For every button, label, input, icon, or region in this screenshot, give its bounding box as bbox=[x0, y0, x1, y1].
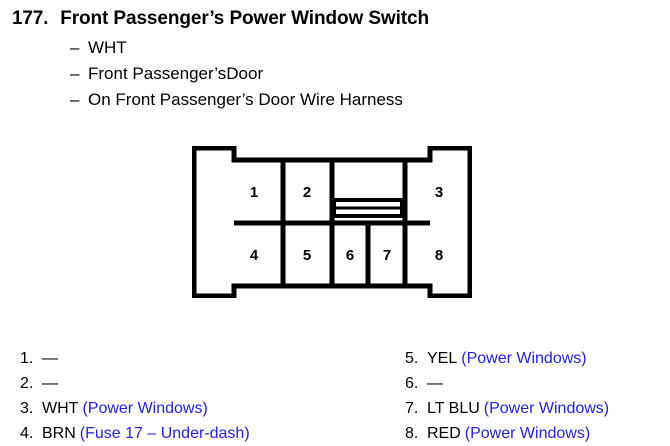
pin-label-7: 7 bbox=[383, 247, 391, 264]
legend-value: — bbox=[42, 375, 58, 392]
bullet-dash-icon: – bbox=[70, 64, 80, 83]
legend-column-left: 1. — 2. — 3. WHT(Power Windows) 4. BRN(Fuse … bbox=[20, 346, 340, 446]
legend-item: 7. LT BLU(Power Windows) bbox=[405, 396, 660, 421]
legend-note: (Power Windows) bbox=[483, 400, 610, 417]
legend-value: — bbox=[42, 350, 58, 367]
legend-note: (Fuse 17 – Under-dash) bbox=[79, 425, 250, 442]
pin-legend: 1.— 2.— 3.WHT(Power Windows) 4.BRN(Fuse … bbox=[20, 346, 660, 446]
pin-label-3: 3 bbox=[435, 184, 443, 201]
pin-label-1: 1 bbox=[250, 184, 258, 201]
pin-label-4: 4 bbox=[250, 247, 259, 264]
legend-item: 5. YEL(Power Windows) bbox=[405, 346, 660, 371]
connector-diagram: 1 2 3 4 5 6 7 8 bbox=[192, 146, 472, 298]
list-item-label: On Front Passenger’s Door Wire Harness bbox=[88, 90, 403, 109]
legend-value: WHT bbox=[42, 400, 79, 417]
pin-label-8: 8 bbox=[435, 247, 443, 264]
legend-index: 7. bbox=[405, 400, 419, 417]
legend-value: LT BLU bbox=[427, 400, 480, 417]
legend-item: 1. — bbox=[20, 346, 340, 371]
list-item: – Front Passenger’sDoor bbox=[70, 64, 403, 90]
legend-value: — bbox=[427, 375, 443, 392]
legend-index: 3. bbox=[20, 400, 34, 417]
legend-index: 1. bbox=[20, 350, 34, 367]
legend-index: 2. bbox=[20, 375, 34, 392]
pin-label-6: 6 bbox=[346, 247, 354, 264]
legend-note: (Power Windows) bbox=[464, 425, 591, 442]
legend-note: (Power Windows) bbox=[461, 350, 587, 367]
legend-column-right: 5.YEL(Power Windows) 6.— 7.LT BLU(Power … bbox=[340, 346, 660, 446]
pin-label-5: 5 bbox=[303, 247, 311, 264]
legend-index: 8. bbox=[405, 425, 419, 442]
legend-index: 6. bbox=[405, 375, 419, 392]
legend-value: RED bbox=[427, 425, 461, 442]
legend-item: 6. — bbox=[405, 371, 660, 396]
legend-value: YEL bbox=[427, 350, 458, 367]
legend-index: 5. bbox=[405, 350, 419, 367]
legend-note: (Power Windows) bbox=[82, 400, 208, 417]
bullet-dash-icon: – bbox=[70, 90, 80, 109]
item-number: 177. bbox=[12, 8, 49, 29]
legend-item: 4. BRN(Fuse 17 – Under-dash) bbox=[20, 421, 340, 446]
connector-svg: 1 2 3 4 5 6 7 8 bbox=[192, 146, 472, 298]
page-title: 177. Front Passenger’s Power Window Swit… bbox=[12, 8, 429, 30]
legend-item: 8. RED(Power Windows) bbox=[405, 421, 660, 446]
legend-item: 2. — bbox=[20, 371, 340, 396]
bullet-dash-icon: – bbox=[70, 38, 80, 57]
description-list: – WHT – Front Passenger’sDoor – On Front… bbox=[70, 38, 403, 116]
list-item: – On Front Passenger’s Door Wire Harness bbox=[70, 90, 403, 116]
item-title: Front Passenger’s Power Window Switch bbox=[60, 8, 429, 29]
legend-index: 4. bbox=[20, 425, 34, 442]
list-item-label: WHT bbox=[88, 38, 127, 57]
legend-item: 3. WHT(Power Windows) bbox=[20, 396, 340, 421]
list-item: – WHT bbox=[70, 38, 403, 64]
pin-label-2: 2 bbox=[303, 184, 311, 201]
list-item-label: Front Passenger’sDoor bbox=[88, 64, 264, 83]
legend-value: BRN bbox=[42, 425, 76, 442]
